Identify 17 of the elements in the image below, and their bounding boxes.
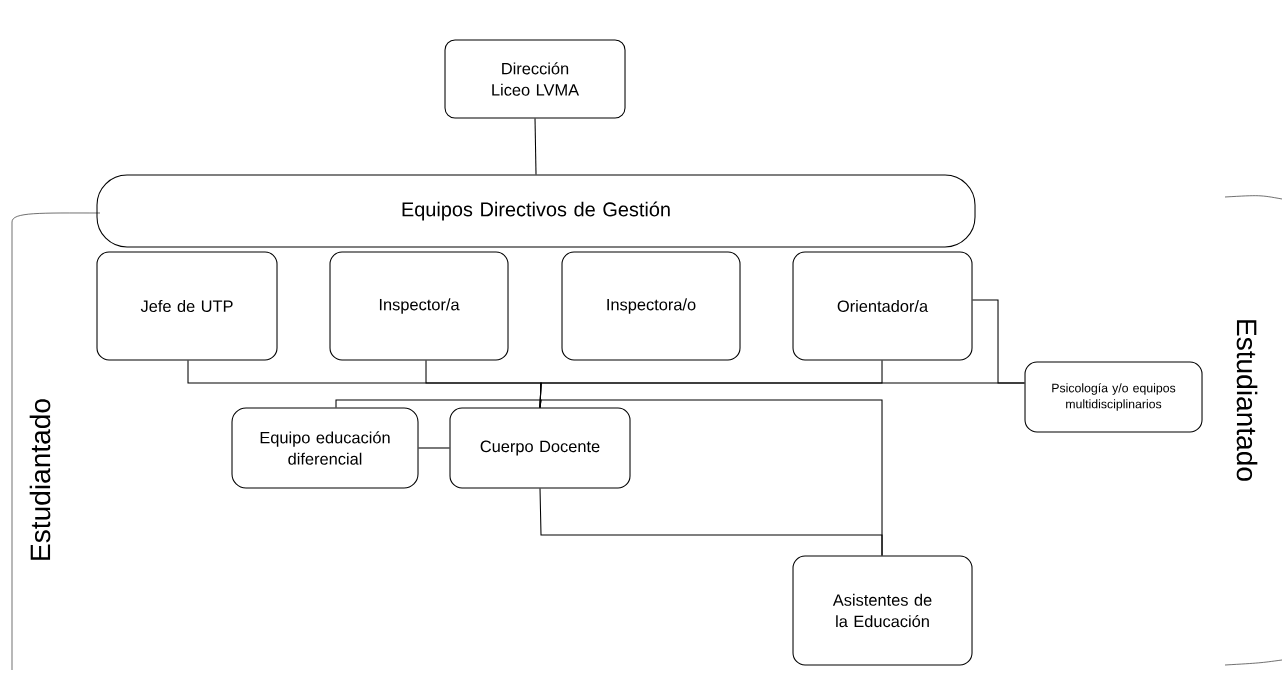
connector [972, 299, 1025, 384]
process-box: Psicología y/o equipos multidisciplinarios [1024, 361, 1203, 433]
process-box: Cuerpo Docente [449, 407, 631, 489]
process-box: Jefe de UTP [96, 251, 278, 361]
side-label: Estudiantado [1236, 320, 1258, 481]
connector [335, 399, 542, 408]
process-box: Inspector/a [329, 251, 509, 361]
process-box: Orientador/a [792, 251, 973, 361]
connector [539, 488, 883, 556]
process-box: Asistentes de la Educación [792, 555, 973, 666]
process-box: Equipo educación diferencial [231, 407, 419, 489]
process-box: Equipos Directivos de Gestión [96, 174, 976, 248]
connector [418, 447, 450, 449]
process-box: Inspectora/o [561, 251, 741, 361]
process-box: Dirección Liceo LVMA [444, 39, 626, 119]
side-label: Estudiantado [29, 399, 51, 560]
connector [534, 118, 537, 175]
